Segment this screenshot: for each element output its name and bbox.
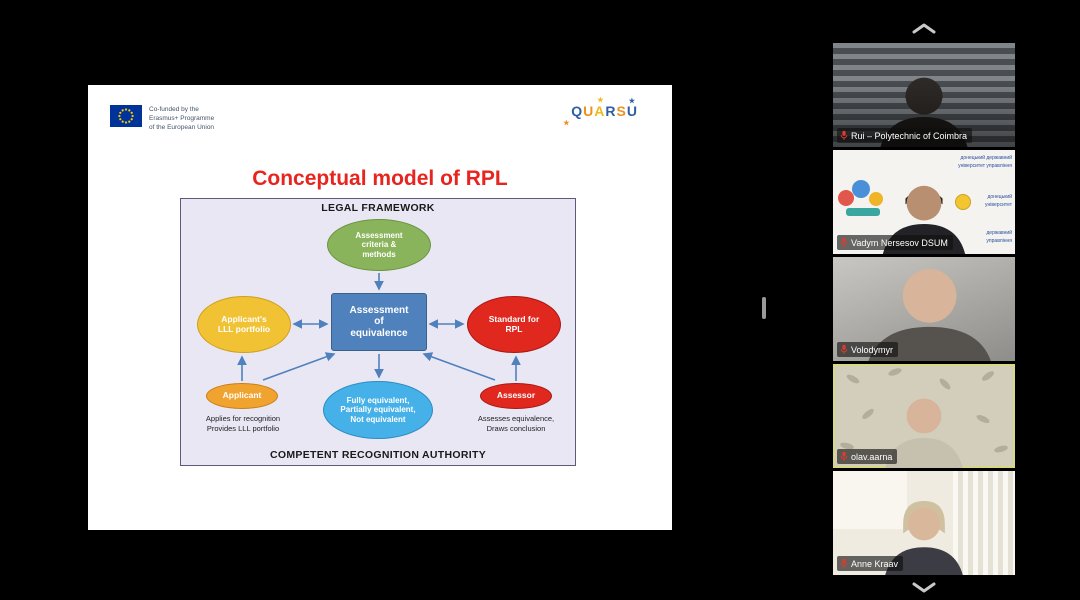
node-applicant-lll-portfolio: Applicant's LLL portfolio: [197, 296, 291, 353]
node-applicant: Applicant: [206, 383, 278, 409]
university-overlay-text: донецький державний університет управлін…: [958, 155, 1012, 169]
node-assessor: Assessor: [480, 383, 552, 409]
diagram-legal-framework-label: LEGAL FRAMEWORK: [321, 202, 435, 214]
mic-muted-icon: [840, 558, 848, 568]
participant-silhouette: [885, 500, 963, 575]
diagram-arrows: [237, 273, 521, 381]
diagram-competent-authority-label: COMPETENT RECOGNITION AUTHORITY: [270, 449, 486, 461]
university-overlay-text: донецький університет: [985, 194, 1012, 208]
university-overlay-text: державний управління: [986, 230, 1012, 244]
participant-name-badge: olav.aarna: [837, 449, 898, 464]
participant-tile-anne[interactable]: Anne Kraav: [833, 471, 1015, 575]
logo-letter: U: [626, 103, 638, 119]
participant-name-badge: Vadym Nersesov DSUM: [837, 235, 953, 250]
participant-tile-rui[interactable]: Rui – Polytechnic of Coimbra: [833, 43, 1015, 147]
participant-name: olav.aarna: [851, 451, 893, 462]
chevron-up-icon: [912, 23, 936, 34]
note-applicant-role: Applies for recognition Provides LLL por…: [205, 414, 281, 434]
participant-name-badge: Rui – Polytechnic of Coimbra: [837, 128, 973, 143]
logo-letter: U: [583, 103, 595, 119]
participant-tile-volodymyr[interactable]: Volodymyr: [833, 257, 1015, 361]
panel-resize-handle[interactable]: [762, 297, 766, 319]
scroll-participants-down-button[interactable]: [911, 582, 937, 594]
star-icon: ★: [597, 97, 605, 104]
participant-tile-list: Rui – Polytechnic of Coimbra донецький д…: [833, 43, 1015, 575]
participants-sidebar: Rui – Polytechnic of Coimbra донецький д…: [833, 0, 1015, 600]
node-assessment-of-equivalence: Assessment of equivalence: [331, 293, 427, 351]
star-icon: ★: [628, 98, 636, 105]
shared-slide: Co-funded by the Erasmus+ Programme of t…: [88, 85, 672, 530]
slide-title: Conceptual model of RPL: [252, 167, 508, 190]
participant-name: Anne Kraav: [851, 558, 899, 569]
logo-letter: R: [605, 103, 617, 119]
node-standard-for-rpl: Standard for RPL: [467, 296, 561, 353]
chevron-down-icon: [912, 582, 936, 593]
node-equivalence-result: Fully equivalent, Partially equivalent, …: [323, 381, 433, 439]
eu-funding-caption: Co-funded by the Erasmus+ Programme of t…: [149, 106, 215, 131]
node-assessment-criteria: Assessment criteria & methods: [327, 219, 431, 271]
eu-funding-block: Co-funded by the Erasmus+ Programme of t…: [110, 105, 214, 132]
quarsu-logo: ★ ★ ★ QUARSU: [563, 97, 638, 127]
participant-tile-olav[interactable]: olav.aarna: [833, 364, 1015, 468]
illustration-graphic: [838, 178, 896, 224]
mic-muted-icon: [840, 130, 848, 140]
university-emblem-icon: [955, 194, 971, 210]
participant-name-badge: Anne Kraav: [837, 556, 904, 571]
participant-name: Rui – Polytechnic of Coimbra: [851, 130, 968, 141]
participant-name-badge: Volodymyr: [837, 342, 899, 357]
logo-letter: A: [594, 103, 606, 119]
mic-muted-icon: [840, 237, 848, 247]
participant-silhouette: [885, 398, 963, 468]
participant-name: Vadym Nersesov DSUM: [851, 237, 948, 248]
scroll-participants-up-button[interactable]: [911, 22, 937, 34]
logo-letter: S: [616, 103, 627, 119]
wallpaper-leaf-pattern: [840, 368, 1008, 453]
star-icon: ★: [563, 120, 571, 127]
participant-tile-vadym[interactable]: донецький державний університет управлін…: [833, 150, 1015, 254]
note-assessor-role: Assesses equivalence, Draws conclusion: [477, 414, 555, 434]
participant-silhouette: [868, 269, 991, 361]
eu-flag-icon: [110, 105, 142, 127]
logo-letter: Q: [571, 103, 584, 119]
rpl-diagram: LEGAL FRAMEWORK Assessment criteria & me…: [180, 198, 576, 466]
mic-muted-icon: [840, 451, 848, 461]
mic-muted-icon: [840, 344, 848, 354]
participant-name: Volodymyr: [851, 344, 894, 355]
window-background: [833, 471, 907, 529]
